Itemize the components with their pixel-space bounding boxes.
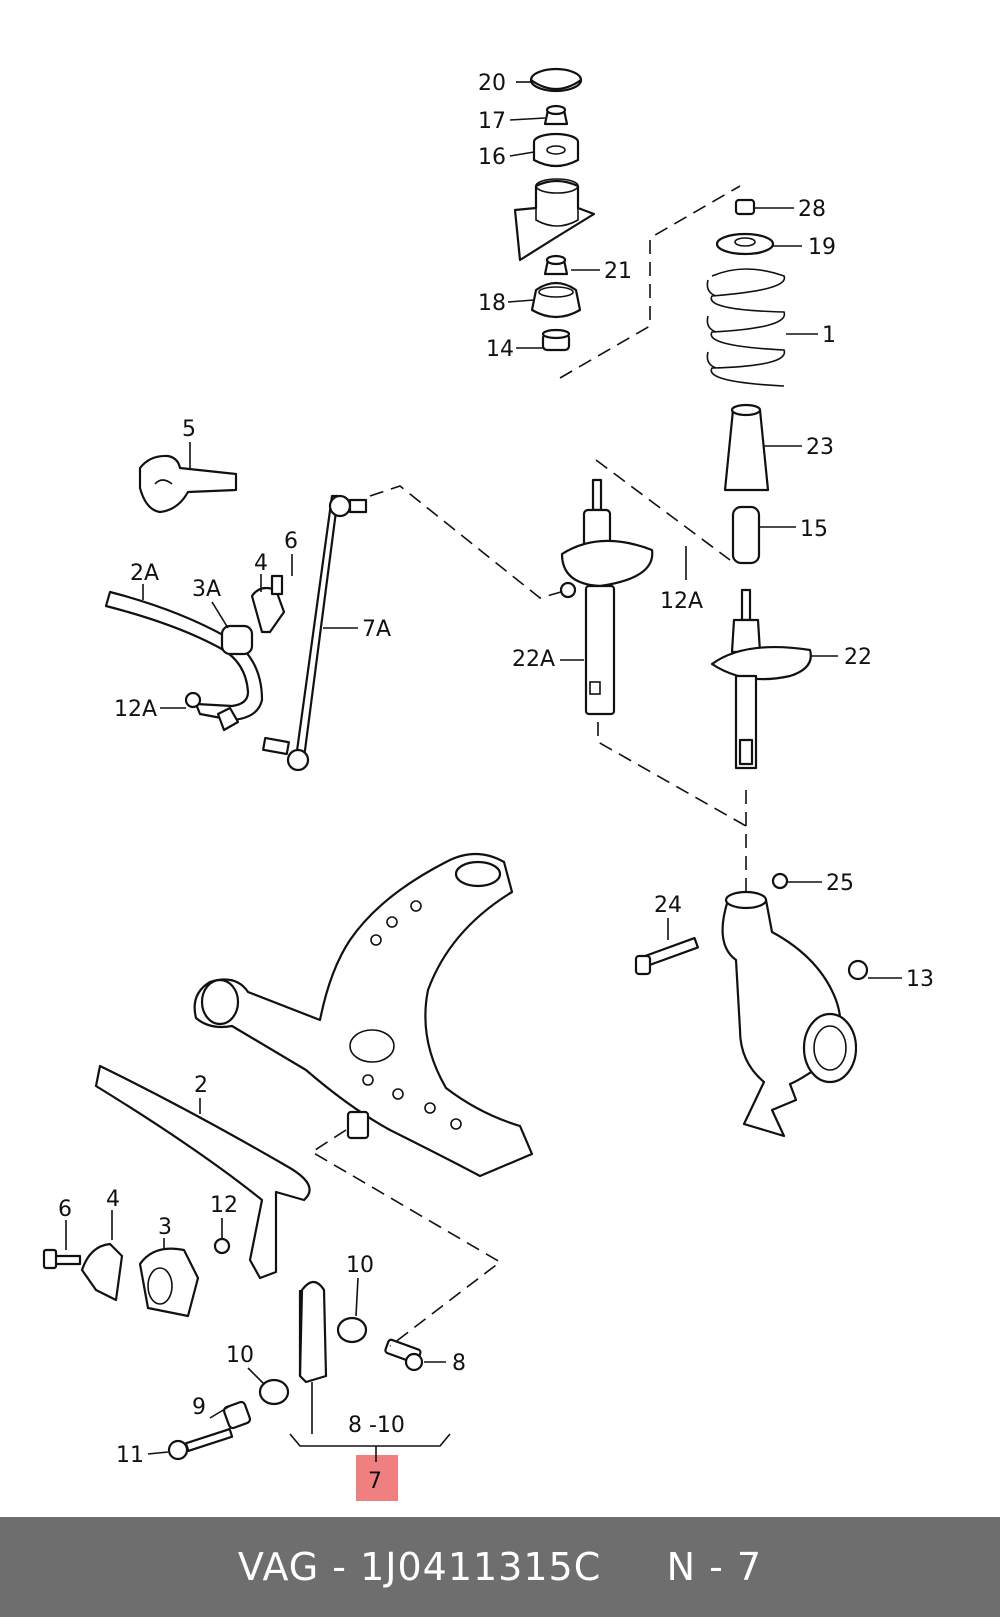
- callout-4-top: 4: [254, 551, 268, 576]
- callout-2: 2: [194, 1073, 208, 1098]
- highlighted-part-marker: [356, 1455, 398, 1501]
- callout-11: 11: [116, 1443, 144, 1468]
- callout-5: 5: [182, 417, 196, 442]
- callout-12A-right: 12A: [660, 589, 703, 614]
- callout-9: 9: [192, 1395, 206, 1420]
- stabilizer-bar-lower: [42, 1064, 424, 1461]
- callout-6-bottom: 6: [58, 1197, 72, 1222]
- callout-4-bottom: 4: [106, 1187, 120, 1212]
- footer-bar: VAG - 1J0411315C N - 7: [0, 1517, 1000, 1617]
- callout-24: 24: [654, 893, 682, 918]
- callout-25: 25: [826, 871, 854, 896]
- callout-2A: 2A: [130, 561, 159, 586]
- callout-21: 21: [604, 259, 632, 284]
- callout-8-10: 8 -10: [348, 1413, 405, 1438]
- callout-6-top: 6: [284, 529, 298, 554]
- callout-22A: 22A: [512, 647, 555, 672]
- callout-12A-left: 12A: [114, 697, 157, 722]
- exploded-suspension-diagram: 20 17 16 21 18 14 28 19 1 23 15 22 12A 2…: [42, 67, 934, 1494]
- lower-control-arm: [193, 852, 534, 1178]
- leader-lines: [65, 81, 902, 1462]
- part-number-caption: VAG - 1J0411315C N - 7: [237, 1545, 763, 1589]
- spring-assembly: [706, 198, 812, 770]
- callout-labels: 20 17 16 21 18 14 28 19 1 23 15 22 12A 2…: [58, 71, 934, 1494]
- callout-13: 13: [906, 967, 934, 992]
- callout-3: 3: [158, 1215, 172, 1240]
- callout-19: 19: [808, 235, 836, 260]
- callout-17: 17: [478, 109, 506, 134]
- callout-18: 18: [478, 291, 506, 316]
- callout-10-upper: 10: [346, 1253, 374, 1278]
- strut-22A: [559, 478, 654, 716]
- assembly-guide-lines: [310, 185, 747, 1347]
- steering-knuckle: [634, 872, 869, 1138]
- callout-16: 16: [478, 145, 506, 170]
- callout-1: 1: [822, 323, 836, 348]
- callout-15: 15: [800, 517, 828, 542]
- callout-3A: 3A: [192, 577, 221, 602]
- callout-22: 22: [844, 645, 872, 670]
- callout-28: 28: [798, 197, 826, 222]
- strut-mount-stack: [513, 67, 596, 352]
- callout-8: 8: [452, 1351, 466, 1376]
- callout-14: 14: [486, 337, 514, 362]
- stabilizer-bar-upper: [104, 454, 368, 772]
- callout-7A: 7A: [362, 617, 391, 642]
- callout-10-lower: 10: [226, 1343, 254, 1368]
- callout-23: 23: [806, 435, 834, 460]
- callout-12: 12: [210, 1193, 238, 1218]
- callout-20: 20: [478, 71, 506, 96]
- callout-7: 7: [368, 1469, 382, 1494]
